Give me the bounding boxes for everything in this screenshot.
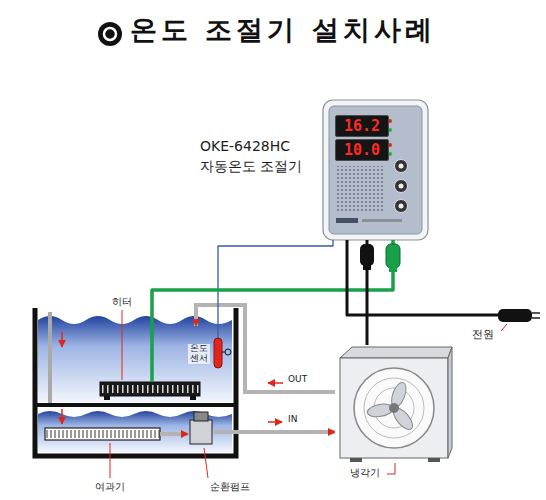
page-title: 온도 조절기 설치사례 <box>130 14 436 45</box>
pump-box: 순환펌프 <box>188 412 214 446</box>
cooler-unit <box>389 403 399 413</box>
heater-box: 히터 <box>100 382 200 396</box>
flow-arrow <box>268 421 282 423</box>
sensor-symbol <box>214 338 231 368</box>
water-pipe <box>160 432 188 436</box>
leader-line <box>122 310 123 380</box>
water-pipe <box>214 430 335 434</box>
green-plug <box>386 244 400 272</box>
cooler-unit <box>340 347 452 474</box>
power-plug <box>532 317 540 319</box>
controller-body <box>323 100 428 240</box>
controller-body <box>395 200 408 213</box>
heater-symbol <box>100 310 200 400</box>
device-name: OKE-6428HC <box>200 138 318 154</box>
controller-body <box>362 219 402 222</box>
controller-body <box>399 204 404 209</box>
led-display: 16.2 <box>335 115 389 137</box>
heater-wire <box>152 240 393 382</box>
cooler-box: 냉각기 <box>335 345 453 462</box>
tank-wall <box>35 308 236 456</box>
out-pipe <box>196 305 335 392</box>
cooler-unit <box>350 458 362 462</box>
controller-body <box>329 106 422 234</box>
flow-arrow <box>268 382 283 384</box>
part-name: 여과기 <box>90 481 130 493</box>
heater-symbol <box>190 396 196 400</box>
filter-box: 여과기 <box>45 428 160 440</box>
green-plug <box>386 244 400 268</box>
flow-arrow <box>61 332 63 347</box>
cooler-unit <box>448 347 452 458</box>
power-plug <box>498 309 532 322</box>
cooler-unit <box>340 347 452 358</box>
leader-line <box>204 448 208 478</box>
power-leader <box>501 324 507 331</box>
cooler-unit <box>340 358 448 458</box>
black-plug <box>360 244 374 266</box>
controller-body <box>399 184 404 189</box>
cooler-unit <box>428 458 440 462</box>
flow-label: OUT <box>287 374 308 384</box>
device-name: 자동온도 조절기 <box>200 158 318 174</box>
part-name: 히터 <box>107 296 137 308</box>
controller-body <box>336 166 384 212</box>
display-value: 16.2 <box>336 116 388 136</box>
controller-body <box>399 164 404 169</box>
lower-water <box>38 411 232 452</box>
sensor-box: 온도 센서 <box>212 338 224 370</box>
controller-body <box>336 218 358 223</box>
out-pipe <box>196 305 335 422</box>
led-display: 10.0 <box>335 139 389 161</box>
pump-symbol <box>190 412 212 478</box>
part-name: 냉각기 <box>346 467 384 479</box>
title-icon <box>98 22 122 46</box>
power-cord <box>347 240 498 315</box>
part-name: 전원 <box>468 329 498 342</box>
title-icon <box>104 28 116 40</box>
cooler-unit <box>364 378 424 438</box>
heater-symbol <box>104 396 110 400</box>
power-plug-box: 전원 <box>498 309 532 322</box>
filter-symbol <box>45 428 160 478</box>
controller-body <box>395 160 408 173</box>
title-icon <box>98 22 122 46</box>
controller-body <box>323 100 428 240</box>
part-name: 순환펌프 <box>206 481 254 493</box>
part-name: 온도 센서 <box>188 344 210 364</box>
sensor-symbol <box>214 338 222 368</box>
cooler-unit <box>354 368 434 448</box>
tank-shelf <box>35 403 236 407</box>
power-plug <box>498 309 540 322</box>
controller-body <box>395 180 408 193</box>
power-plug <box>532 312 540 314</box>
controller-box: OKE-6428HC자동온도 조절기16.210.0 <box>323 100 428 240</box>
upper-water <box>38 316 232 402</box>
black-plug <box>360 244 374 270</box>
power-leader <box>501 324 507 331</box>
pump-symbol <box>194 412 208 421</box>
water-tank <box>35 308 236 456</box>
leader-line <box>387 463 395 474</box>
sensor-symbol <box>225 349 231 355</box>
leader-line <box>110 443 111 478</box>
green-plug <box>389 266 397 272</box>
overflow-pipe <box>48 312 52 403</box>
flow-arrow <box>61 409 63 424</box>
pump-symbol <box>190 420 212 444</box>
display-value: 10.0 <box>336 140 388 160</box>
flow-label: IN <box>287 414 298 424</box>
filter-symbol <box>45 428 160 440</box>
heater-symbol <box>100 382 200 396</box>
black-plug <box>363 264 371 270</box>
